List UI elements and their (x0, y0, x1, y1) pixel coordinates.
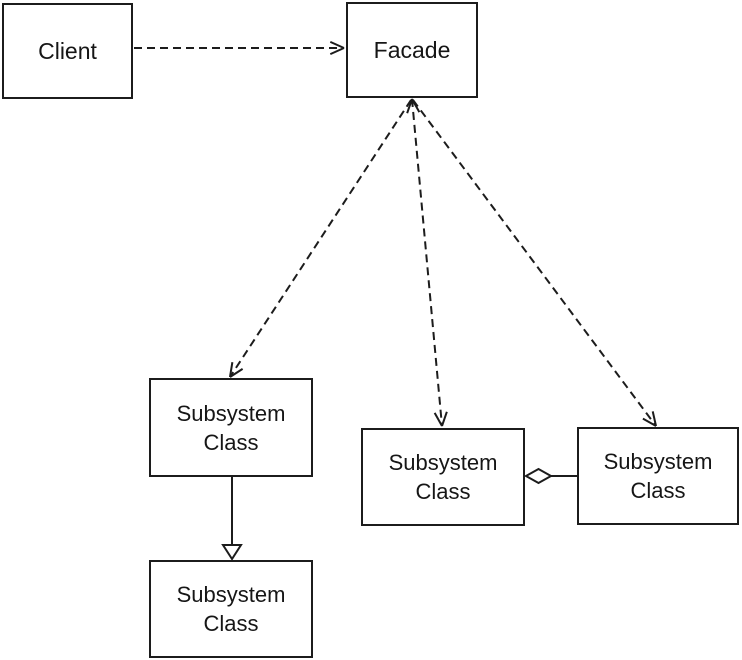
facade-to-right-dependency (412, 99, 657, 427)
class-box-subsystem-middle: Subsystem Class (361, 428, 525, 526)
class-box-subsystem-upper-left: Subsystem Class (149, 378, 313, 477)
class-label: Facade (373, 37, 451, 63)
class-label: Subsystem Class (388, 450, 498, 504)
class-box-facade: Facade (346, 2, 478, 98)
middle-to-right-aggregation (523, 467, 577, 485)
class-label: Subsystem Class (176, 582, 286, 636)
upper-left-to-lower-left-generalization (221, 477, 243, 561)
class-box-client: Client (2, 3, 133, 99)
class-label: Subsystem Class (603, 449, 713, 503)
facade-to-middle-dependency (406, 98, 448, 427)
class-box-subsystem-lower-left: Subsystem Class (149, 560, 313, 658)
class-box-subsystem-right: Subsystem Class (577, 427, 739, 525)
facade-to-upper-left-dependency (229, 99, 412, 378)
class-label: Subsystem Class (176, 400, 286, 455)
client-to-facade-dependency (134, 40, 345, 56)
class-label: Client (38, 38, 97, 64)
